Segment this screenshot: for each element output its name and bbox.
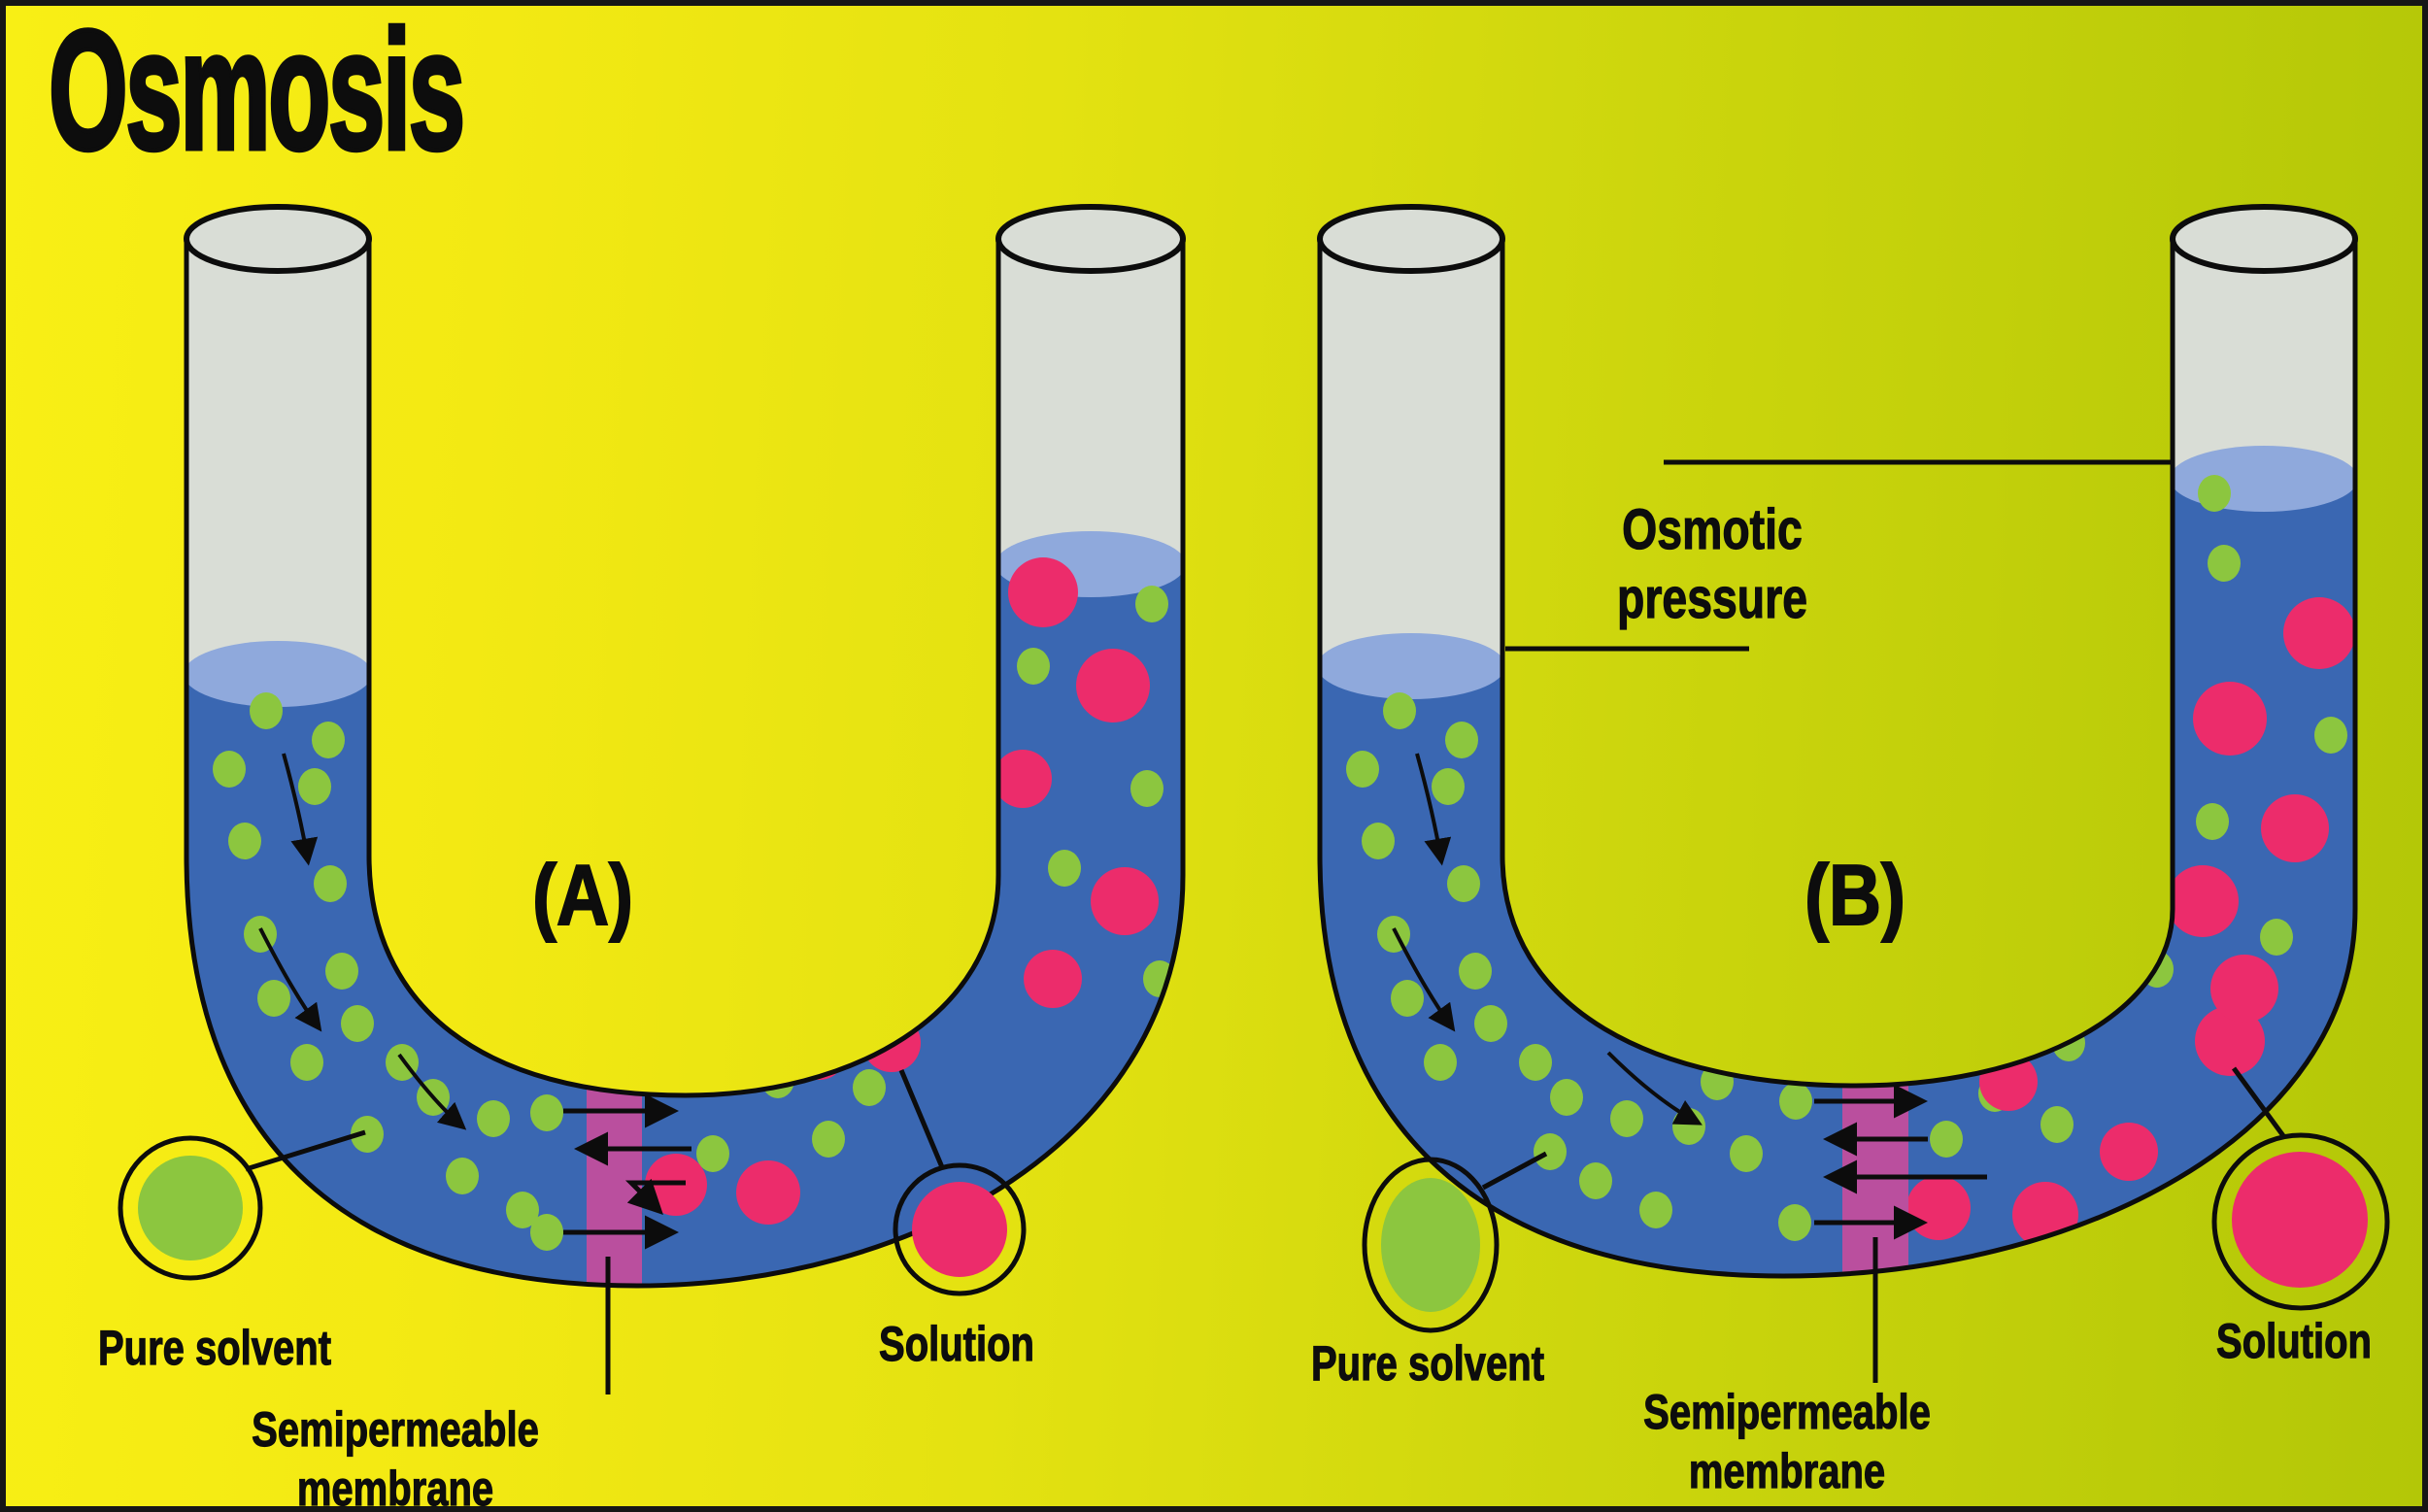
glass-empty-b-left xyxy=(1320,239,1508,666)
panel-label-a: (A) xyxy=(531,847,634,943)
osmotic-pressure-label: Osmotic pressure xyxy=(1518,496,1906,634)
osmotic-pressure-line2: pressure xyxy=(1616,566,1808,630)
flow-arrow-icon xyxy=(1392,927,1456,1032)
flow-arrow-icon xyxy=(397,1053,467,1130)
tube-mouth-a-left xyxy=(184,204,372,274)
solution-sample-ring-b xyxy=(2211,1132,2390,1311)
solution-sample-b xyxy=(2232,1152,2368,1288)
u-tube-b xyxy=(1317,204,2358,1279)
glass-empty-b-right xyxy=(2167,239,2355,479)
liquid-surface-b-right xyxy=(2170,446,2355,512)
page-title: Osmosis xyxy=(47,0,466,185)
pure-solvent-pointer-line-b xyxy=(1481,1151,1548,1191)
glass-empty-a-right xyxy=(993,239,1183,564)
liquid-surface-b-left xyxy=(1320,633,1505,699)
solution-sample-a xyxy=(912,1182,1007,1277)
solution-pointer-line-b xyxy=(2231,1066,2287,1139)
pure-solvent-sample-ring-b xyxy=(1362,1157,1500,1333)
tube-outline-b xyxy=(1317,236,2358,1279)
pure-solvent-sample-a xyxy=(138,1156,243,1260)
membrane-label-line2: membrane xyxy=(1688,1443,1886,1498)
tube-mouth-b-left xyxy=(1317,204,1505,274)
flow-arrow-icon xyxy=(282,753,319,866)
pure-solvent-label-a: Pure solvent xyxy=(97,1320,332,1375)
flow-arrow-icon xyxy=(1415,753,1452,866)
panel-label-b: (B) xyxy=(1804,847,1906,943)
solution-label-b: Solution xyxy=(2216,1313,2373,1368)
pure-solvent-sample-b xyxy=(1381,1178,1480,1312)
flow-arrows-b xyxy=(1392,753,1703,1126)
osmotic-pressure-line1: Osmotic xyxy=(1622,497,1804,561)
legend-samples xyxy=(118,1132,2390,1333)
tube-mouth-a-right xyxy=(995,204,1186,274)
solution-sample-ring-a xyxy=(893,1162,1027,1296)
pure-solvent-pointer-line-a xyxy=(245,1129,366,1172)
solute-dots-b xyxy=(1906,513,2355,1248)
pure-solvent-sample-ring-a xyxy=(118,1135,263,1281)
flow-arrows-a xyxy=(258,753,467,1130)
semipermeable-membrane-label-b: Semipermeable membrane xyxy=(1593,1383,1981,1501)
membrane-label-line2: membrane xyxy=(296,1461,494,1512)
membrane-label-line1: Semipermeable xyxy=(252,1401,540,1457)
osmosis-diagram xyxy=(118,204,2390,1394)
solution-pointer-line-a xyxy=(898,1069,945,1168)
arrow-bounce-icon xyxy=(624,1178,686,1215)
annotations xyxy=(245,459,2287,1394)
liquid-surface-a-left xyxy=(186,641,372,707)
membrane-exchange-arrows-a xyxy=(563,1093,691,1250)
membrane-label-line1: Semipermeable xyxy=(1643,1384,1932,1439)
flow-arrow-icon xyxy=(258,927,322,1032)
pure-solvent-label-b: Pure solvent xyxy=(1310,1335,1545,1391)
glass-empty-a-left xyxy=(186,239,375,674)
tube-mouth-b-right xyxy=(2170,204,2358,274)
solution-label-a: Solution xyxy=(879,1316,1035,1371)
solvent-dots-a xyxy=(213,586,1176,1251)
tube-outline-a xyxy=(184,236,1186,1289)
u-tube-a xyxy=(184,204,1186,1289)
flow-arrow-icon xyxy=(1606,1051,1703,1126)
membrane-exchange-arrows-b xyxy=(1814,1084,1987,1240)
semipermeable-membrane-label-a: Semipermeable membrane xyxy=(201,1400,590,1512)
